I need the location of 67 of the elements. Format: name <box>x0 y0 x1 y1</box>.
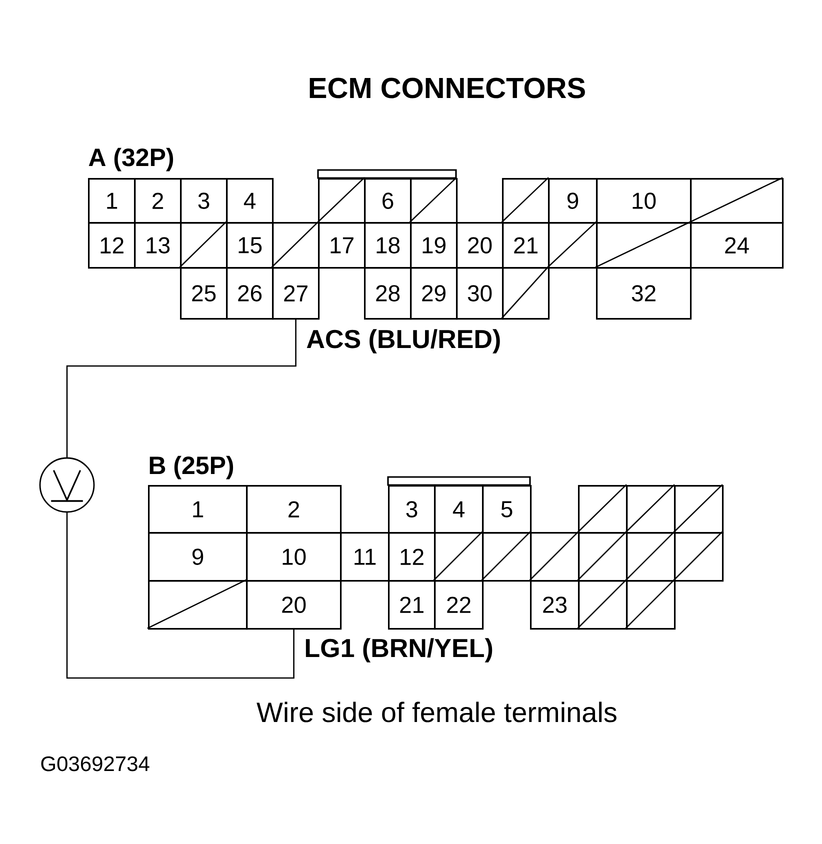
pin-cell: 11 <box>340 532 390 582</box>
unused-pin-cell <box>501 177 550 224</box>
pin-cell: 1 <box>148 485 248 534</box>
caption: Wire side of female terminals <box>256 702 616 722</box>
unused-pin-cell <box>481 531 532 582</box>
unused-pin-cell <box>501 266 550 320</box>
unused-pin-cell <box>577 531 628 582</box>
voltmeter-symbol <box>39 457 95 513</box>
unused-pin-cell <box>271 221 320 269</box>
pin-cell: 3 <box>388 485 436 534</box>
pin-cell: 21 <box>502 222 550 269</box>
pin-cell: 9 <box>148 532 248 582</box>
figure-code: G03692734 <box>41 756 150 772</box>
unused-pin-cell <box>577 484 628 534</box>
pin-cell: 1 <box>88 178 136 224</box>
unused-pin-cell <box>625 531 676 582</box>
unused-pin-cell <box>317 177 366 224</box>
unused-pin-cell <box>673 484 724 534</box>
pin-cell: 18 <box>364 222 412 269</box>
unused-pin-cell <box>433 531 484 582</box>
pin-cell: 6 <box>364 178 412 224</box>
unused-pin-cell <box>625 579 676 630</box>
pin-cell: 30 <box>456 267 504 320</box>
unused-pin-cell <box>529 531 580 582</box>
unused-pin-cell <box>147 579 248 630</box>
pin-cell: 5 <box>482 485 532 534</box>
wire <box>66 512 294 679</box>
pin-cell: 10 <box>246 532 342 582</box>
pin-cell: 21 <box>388 580 436 630</box>
pin-cell: 9 <box>548 178 598 224</box>
pin-cell: 23 <box>530 580 580 630</box>
pin-cell: 2 <box>134 178 182 224</box>
pin-cell: 2 <box>246 485 342 534</box>
connector-heading: A (32P) <box>88 148 174 172</box>
pin-cell: 29 <box>410 267 458 320</box>
pin-cell: 19 <box>410 222 458 269</box>
pin-cell: 17 <box>318 222 366 269</box>
pin-cell: 4 <box>434 485 484 534</box>
pin-cell: 32 <box>596 267 692 320</box>
unused-pin-cell <box>547 221 598 269</box>
wire-label: LG1 (BRN/YEL) <box>303 637 494 664</box>
unused-pin-cell <box>409 177 458 224</box>
unused-pin-cell <box>179 221 228 269</box>
connector-heading: B (25P) <box>150 456 234 480</box>
pin-cell: 28 <box>364 267 412 320</box>
pin-cell: 27 <box>272 267 320 320</box>
pin-cell: 15 <box>226 222 274 269</box>
pin-cell: 22 <box>434 580 484 630</box>
pin-cell: 13 <box>134 222 182 269</box>
pin-cell: 12 <box>88 222 136 269</box>
unused-pin-cell <box>577 579 628 630</box>
unused-pin-cell <box>595 221 692 269</box>
pin-cell: 20 <box>456 222 504 269</box>
pin-cell: 25 <box>180 267 228 320</box>
pin-cell: 26 <box>226 267 274 320</box>
pin-cell: 3 <box>180 178 228 224</box>
wire <box>66 318 296 458</box>
pin-cell: 20 <box>246 580 342 630</box>
pin-cell: 10 <box>596 178 692 224</box>
pin-cell: 12 <box>388 532 436 582</box>
pin-cell: 4 <box>226 178 274 224</box>
unused-pin-cell <box>689 177 784 224</box>
title: ECM CONNECTORS <box>310 78 585 98</box>
unused-pin-cell <box>625 484 676 534</box>
pin-cell: 24 <box>690 222 784 269</box>
wire-label: ACS (BLU/RED) <box>305 328 502 354</box>
unused-pin-cell <box>673 531 724 582</box>
